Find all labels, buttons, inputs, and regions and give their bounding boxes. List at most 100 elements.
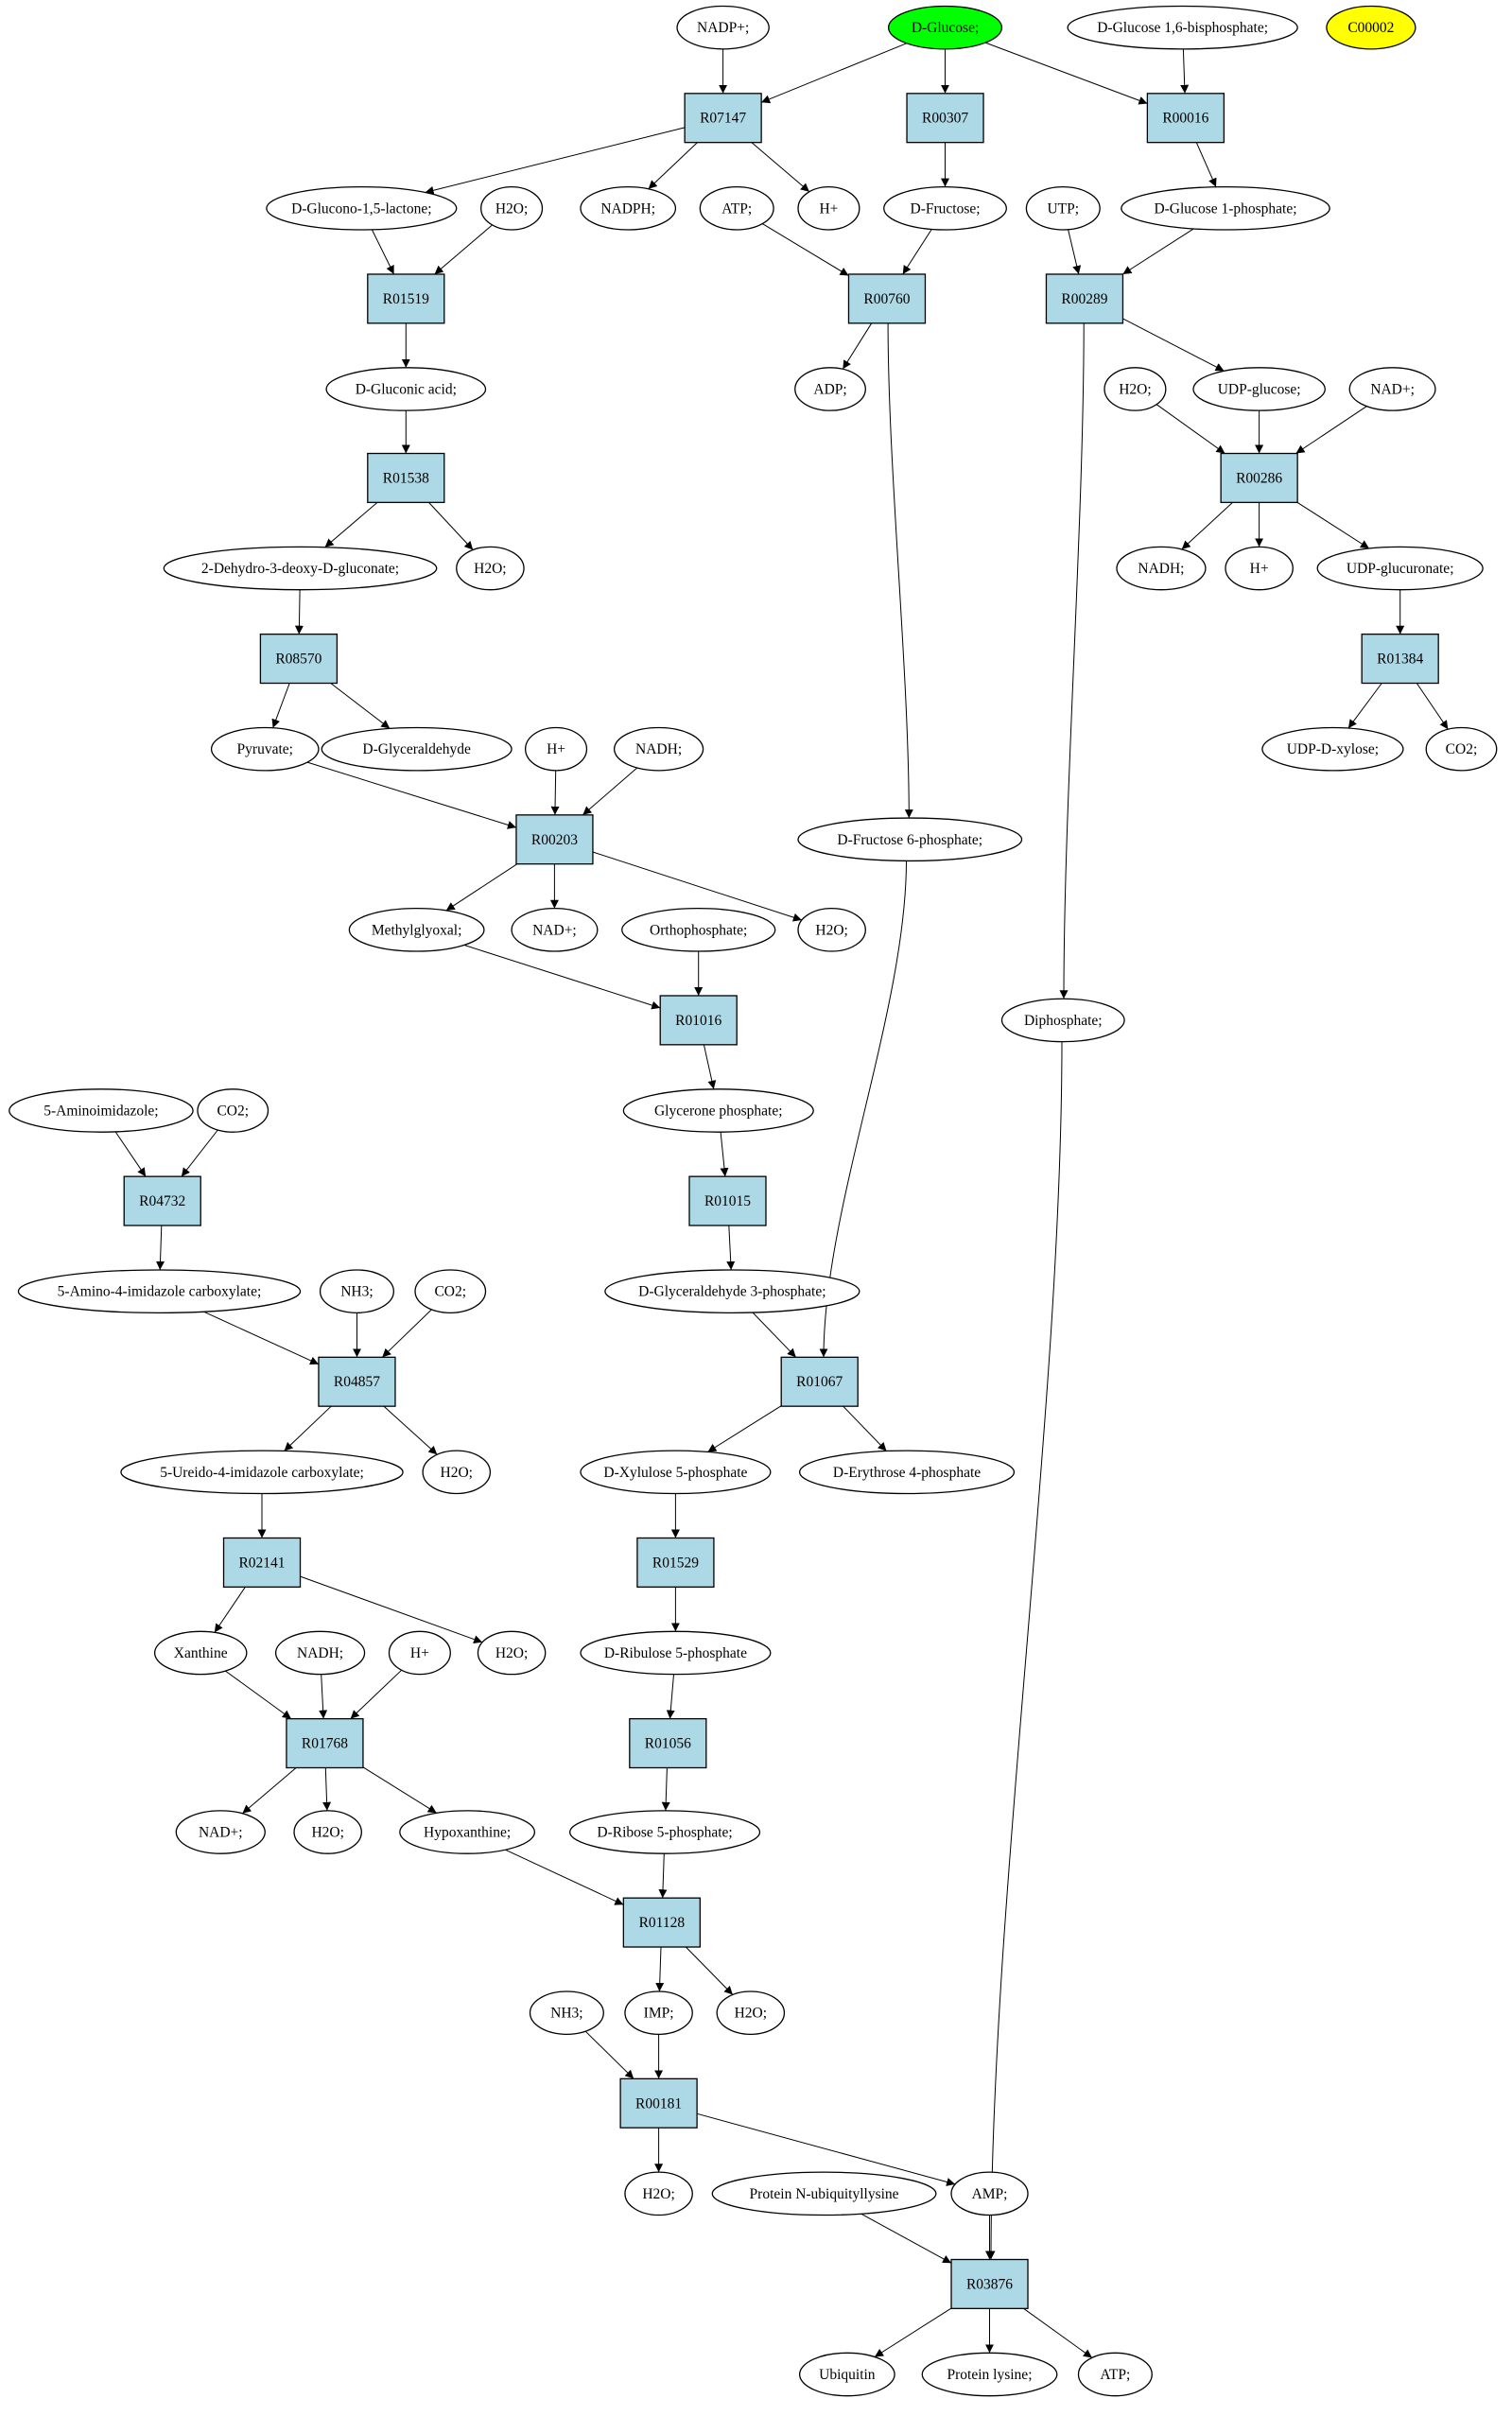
metabolite-node-e4p[interactable]: D-Erythrose 4-phosphate xyxy=(798,1450,1016,1495)
metabolite-node-nadh1[interactable]: NADH; xyxy=(1116,546,1207,591)
reaction-node-R03876[interactable]: R03876 xyxy=(950,2258,1029,2309)
reaction-label: R01768 xyxy=(302,1736,348,1752)
metabolite-node-h2o7[interactable]: H2O; xyxy=(293,1810,362,1854)
metabolite-node-co2c[interactable]: CO2; xyxy=(414,1269,487,1313)
metabolite-ellipse xyxy=(621,908,776,952)
reaction-node-R04732[interactable]: R04732 xyxy=(123,1175,201,1226)
metabolite-node-pnub[interactable]: Protein N-ubiquityllysine xyxy=(711,2171,937,2216)
metabolite-node-h2o2[interactable]: H2O; xyxy=(1104,367,1167,411)
reaction-node-R00307[interactable]: R00307 xyxy=(906,93,984,144)
metabolite-node-pyr[interactable]: Pyruvate; xyxy=(210,726,320,772)
reaction-node-R01067[interactable]: R01067 xyxy=(780,1356,859,1407)
metabolite-node-nh3b[interactable]: NH3; xyxy=(529,1990,604,2036)
metabolite-node-h4[interactable]: H+ xyxy=(388,1630,451,1676)
metabolite-node-glc[interactable]: D-Glucose; xyxy=(887,5,1003,50)
edge-R04857-to-uic xyxy=(284,1405,332,1451)
metabolite-node-g1p[interactable]: D-Glucose 1-phosphate; xyxy=(1121,185,1330,231)
reaction-node-R01015[interactable]: R01015 xyxy=(688,1175,767,1226)
reaction-node-R00760[interactable]: R00760 xyxy=(847,273,927,324)
metabolite-node-glcn[interactable]: D-Gluconic acid; xyxy=(325,367,487,411)
metabolite-node-h1[interactable]: H+ xyxy=(797,185,860,231)
metabolite-node-c2[interactable]: C00002 xyxy=(1326,5,1416,50)
reaction-node-R01538[interactable]: R01538 xyxy=(367,452,445,504)
reaction-node-R01519[interactable]: R01519 xyxy=(367,273,445,324)
metabolite-node-nadph[interactable]: NADPH; xyxy=(580,185,677,231)
metabolite-label: NADPH; xyxy=(600,200,655,217)
metabolite-node-utp[interactable]: UTP; xyxy=(1025,185,1101,231)
metabolite-node-ppi[interactable]: Diphosphate; xyxy=(1000,998,1125,1043)
metabolite-node-r5p[interactable]: D-Ribose 5-phosphate; xyxy=(568,1810,761,1854)
reaction-node-R02141[interactable]: R02141 xyxy=(222,1537,302,1588)
metabolite-node-aic[interactable]: 5-Amino-4-imidazole carboxylate; xyxy=(17,1269,302,1313)
metabolite-node-ru5p[interactable]: D-Ribulose 5-phosphate xyxy=(580,1630,772,1676)
metabolite-node-fru[interactable]: D-Fructose; xyxy=(883,185,1007,231)
reaction-box xyxy=(619,2077,698,2129)
metabolite-node-nad2[interactable]: NAD+; xyxy=(511,908,599,952)
metabolite-node-nad1[interactable]: NAD+; xyxy=(1348,367,1436,411)
metabolite-node-imp[interactable]: IMP; xyxy=(624,1990,693,2036)
edge-R03876-to-ubq xyxy=(874,2307,952,2357)
reaction-node-R01128[interactable]: R01128 xyxy=(622,1897,701,1948)
metabolite-node-ubq[interactable]: Ubiquitin xyxy=(798,2352,895,2397)
reaction-node-R08570[interactable]: R08570 xyxy=(259,634,339,685)
reaction-node-R01016[interactable]: R01016 xyxy=(659,995,738,1046)
metabolite-node-nadp[interactable]: NADP+; xyxy=(676,5,770,50)
edge-ppi-to-R03876 xyxy=(986,1041,1063,2260)
metabolite-node-aim[interactable]: 5-Aminoimidazole; xyxy=(9,1088,194,1133)
reaction-node-R00181[interactable]: R00181 xyxy=(619,2077,698,2129)
metabolite-node-h2o6[interactable]: H2O; xyxy=(477,1630,547,1676)
metabolite-node-atp2[interactable]: ATP; xyxy=(1077,2352,1153,2397)
reaction-node-R07147[interactable]: R07147 xyxy=(684,93,762,144)
edge-co2c-to-R04857 xyxy=(381,1309,432,1358)
metabolite-node-h2o8[interactable]: H2O; xyxy=(716,1990,786,2036)
metabolite-node-gdl[interactable]: D-Glucono-1,5-lactone; xyxy=(266,185,458,231)
metabolite-node-udpgla[interactable]: UDP-glucuronate; xyxy=(1316,546,1484,591)
reaction-label: R00016 xyxy=(1162,111,1208,127)
metabolite-node-pi[interactable]: Orthophosphate; xyxy=(621,908,776,952)
reaction-node-R00289[interactable]: R00289 xyxy=(1045,273,1124,324)
metabolite-label: CO2; xyxy=(217,1104,249,1120)
metabolite-node-uic[interactable]: 5-Ureido-4-imidazole carboxylate; xyxy=(120,1450,404,1495)
metabolite-node-h2o9[interactable]: H2O; xyxy=(624,2171,693,2216)
reaction-node-R01056[interactable]: R01056 xyxy=(629,1717,707,1769)
metabolite-node-nadh3[interactable]: NADH; xyxy=(274,1630,366,1676)
metabolite-node-h2o5[interactable]: H2O; xyxy=(422,1450,492,1495)
reaction-node-R00286[interactable]: R00286 xyxy=(1220,452,1298,504)
metabolite-node-f6p[interactable]: D-Fructose 6-phosphate; xyxy=(797,817,1023,862)
metabolite-node-udpg[interactable]: UDP-glucose; xyxy=(1192,367,1326,411)
metabolite-node-co2a[interactable]: CO2; xyxy=(1425,726,1498,772)
metabolite-node-kdg[interactable]: 2-Dehydro-3-deoxy-D-gluconate; xyxy=(163,546,438,591)
metabolite-node-h2[interactable]: H+ xyxy=(1225,546,1294,591)
reaction-node-R01384[interactable]: R01384 xyxy=(1361,634,1439,685)
metabolite-node-adp[interactable]: ADP; xyxy=(794,367,866,411)
metabolite-node-mgo[interactable]: Methylglyoxal; xyxy=(348,908,485,952)
metabolite-node-nadh2[interactable]: NADH; xyxy=(613,726,704,772)
metabolite-ellipse xyxy=(1326,5,1416,50)
metabolite-node-g16bp[interactable]: D-Glucose 1,6-bisphosphate; xyxy=(1067,5,1298,50)
metabolite-ellipse xyxy=(293,1810,362,1854)
metabolite-ellipse xyxy=(1261,726,1404,772)
metabolite-label: H+ xyxy=(1250,561,1269,577)
metabolite-node-dhap[interactable]: Glycerone phosphate; xyxy=(622,1088,814,1133)
metabolite-node-atp1[interactable]: ATP; xyxy=(699,185,774,231)
metabolite-node-gap[interactable]: D-Glyceraldehyde xyxy=(321,726,513,772)
metabolite-node-udpxyl[interactable]: UDP-D-xylose; xyxy=(1261,726,1404,772)
reaction-node-R00016[interactable]: R00016 xyxy=(1146,93,1225,144)
metabolite-node-nh3a[interactable]: NH3; xyxy=(319,1269,394,1313)
metabolite-node-plys[interactable]: Protein lysine; xyxy=(921,2352,1058,2397)
metabolite-node-hyp[interactable]: Hypoxanthine; xyxy=(399,1810,536,1854)
metabolite-node-h2o3[interactable]: H2O; xyxy=(456,546,525,591)
metabolite-node-g3p[interactable]: D-Glyceraldehyde 3-phosphate; xyxy=(604,1269,860,1313)
reaction-node-R00203[interactable]: R00203 xyxy=(515,814,594,865)
metabolite-node-nad3[interactable]: NAD+; xyxy=(175,1810,266,1854)
metabolite-node-co2b[interactable]: CO2; xyxy=(197,1088,269,1133)
reaction-node-R04857[interactable]: R04857 xyxy=(318,1356,396,1407)
metabolite-node-amp[interactable]: AMP; xyxy=(950,2171,1029,2216)
reaction-node-R01529[interactable]: R01529 xyxy=(636,1537,715,1588)
reaction-node-R01768[interactable]: R01768 xyxy=(286,1717,364,1769)
metabolite-node-h2o4[interactable]: H2O; xyxy=(797,908,866,952)
metabolite-node-h2o1[interactable]: H2O; xyxy=(480,185,544,231)
metabolite-node-xan[interactable]: Xanthine xyxy=(153,1630,248,1676)
metabolite-node-h3[interactable]: H+ xyxy=(525,726,588,772)
metabolite-node-xu5p[interactable]: D-Xylulose 5-phosphate xyxy=(580,1450,772,1495)
